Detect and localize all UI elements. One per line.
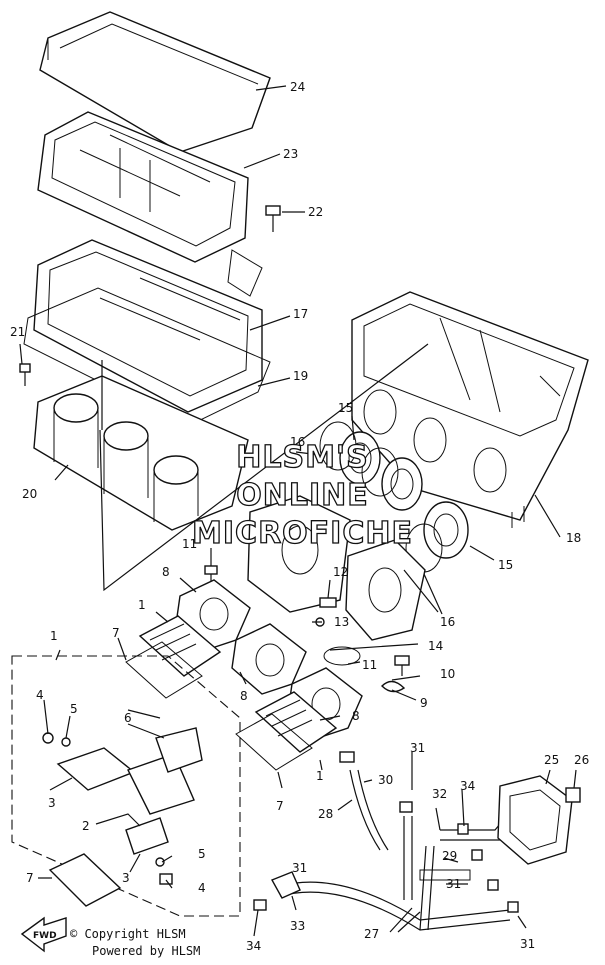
callout-16a: 16	[290, 435, 305, 449]
callout-2: 2	[82, 819, 90, 833]
bolt-22	[265, 205, 281, 232]
callout-8a: 8	[162, 565, 170, 579]
callout-14: 14	[428, 639, 443, 653]
callout-28: 28	[318, 807, 333, 821]
seal-19	[23, 287, 271, 427]
callout-33: 33	[290, 919, 305, 933]
callout-8b: 8	[240, 689, 248, 703]
copyright-text: © Copyright HLSM	[70, 927, 186, 941]
callout-16b: 16	[440, 615, 455, 629]
callout-22: 22	[308, 205, 323, 219]
callout-7a: 7	[112, 626, 120, 640]
callout-27: 27	[364, 927, 379, 941]
fwd-label: FWD	[33, 931, 57, 941]
callout-1c: 1	[316, 769, 324, 783]
callout-23: 23	[283, 147, 298, 161]
callout-1b: 1	[50, 629, 58, 643]
callout-5a: 5	[70, 702, 78, 716]
callout-18: 18	[566, 531, 581, 545]
callout-1a: 1	[138, 598, 146, 612]
callout-6: 6	[124, 711, 132, 725]
hoses-and-pump	[253, 751, 581, 931]
reed-blocks-1	[138, 615, 338, 753]
leader-lines	[19, 85, 577, 937]
callout-21: 21	[10, 325, 25, 339]
carburetors	[247, 495, 426, 641]
callout-24: 24	[290, 80, 305, 94]
gaskets-7	[125, 641, 313, 771]
callout-32: 32	[432, 787, 447, 801]
watermark-line-2: ONLINE	[236, 477, 369, 513]
callout-12: 12	[333, 565, 348, 579]
callout-15a: 15	[338, 401, 353, 415]
callout-13: 13	[334, 615, 349, 629]
callout-5b: 5	[198, 847, 206, 861]
powered-by-text: Powered by HLSM	[92, 944, 201, 958]
callout-31d: 31	[292, 861, 307, 875]
callout-19: 19	[293, 369, 308, 383]
callout-20: 20	[22, 487, 37, 501]
callout-3a: 3	[48, 796, 56, 810]
callout-7c: 7	[276, 799, 284, 813]
watermark-line-1: HLSM'S	[236, 439, 369, 475]
callout-labels: 24 23 22 17 19 21 20 15 16 18 15 16 11 8…	[10, 80, 589, 953]
air-box-body-17	[33, 239, 263, 413]
callout-15b: 15	[498, 558, 513, 572]
callout-8c: 8	[352, 709, 360, 723]
callout-31c: 31	[520, 937, 535, 951]
callout-11a: 11	[182, 537, 197, 551]
callout-10: 10	[440, 667, 455, 681]
callout-31a: 31	[410, 741, 425, 755]
intake-boots-15	[339, 431, 469, 559]
callout-31b: 31	[446, 877, 461, 891]
callout-4a: 4	[36, 688, 44, 702]
air-box-cover-24	[39, 11, 271, 153]
callout-7b: 7	[26, 871, 34, 885]
callout-9: 9	[420, 696, 428, 710]
fwd-arrow-icon: FWD	[20, 916, 67, 953]
callout-30: 30	[378, 773, 393, 787]
callout-4b: 4	[198, 881, 206, 895]
callout-25: 25	[544, 753, 559, 767]
reed-detail-box	[11, 655, 241, 917]
callout-17: 17	[293, 307, 308, 321]
callout-34a: 34	[460, 779, 475, 793]
callout-29: 29	[442, 849, 457, 863]
callout-34b: 34	[246, 939, 261, 953]
screw-21	[19, 363, 31, 386]
callout-3b: 3	[122, 871, 130, 885]
air-box-lid-23	[37, 111, 249, 263]
callout-11b: 11	[362, 658, 377, 672]
callout-26: 26	[574, 753, 589, 767]
watermark-line-3: MICROFICHE	[191, 515, 413, 551]
